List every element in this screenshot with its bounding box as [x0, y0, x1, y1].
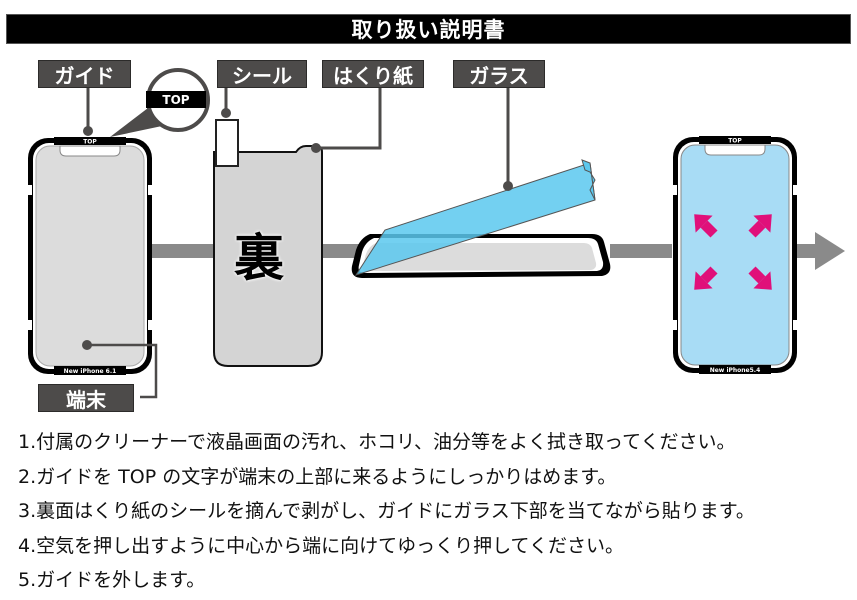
step-5: 5.ガイドを外します。: [18, 569, 206, 591]
seal-tab: [215, 119, 239, 167]
guide-pointer-dot: [83, 126, 93, 136]
back-side-char: 裏: [234, 229, 284, 287]
magnifier-top-text: TOP: [162, 93, 189, 107]
arrow-up-left-icon: [694, 214, 718, 238]
model-mark-left: New iPhone 6.1: [64, 368, 117, 375]
label-release-paper: はくり紙: [322, 60, 424, 88]
flow-arrow-final: [795, 232, 845, 270]
top-mark-right: TOP: [728, 138, 742, 145]
top-mark: TOP: [83, 139, 97, 146]
step-1: 1.付属のクリーナーで液晶画面の汚れ、ホコリ、油分等をよく拭き取ってください。: [18, 431, 736, 453]
arrow-down-right-icon: [748, 266, 772, 290]
page-title: 取り扱い説明書: [351, 18, 506, 42]
step-2: 2.ガイドを TOP の文字が端末の上部に来るようにしっかりはめます。: [18, 465, 617, 488]
step-3: 3.裏面はくり紙のシールを摘んで剥がし、ガイドにガラス下部を当てながら貼ります。: [18, 500, 755, 522]
flow-bar-3: [610, 244, 672, 258]
label-glass: ガラス: [453, 60, 545, 88]
step-4: 4.空気を押し出すように中心から端に向けてゆっくり押してください。: [18, 534, 624, 557]
arrow-down-left-icon: [694, 266, 718, 290]
instruction-steps: 1.付属のクリーナーで液晶画面の汚れ、ホコリ、油分等をよく拭き取ってください。 …: [18, 425, 755, 598]
glass-back-side: [213, 119, 323, 367]
phone-with-guide: TOP New iPhone 6.1: [26, 137, 154, 375]
illustration: TOP New iPhone 6.1 TOP: [26, 68, 845, 399]
label-device: 端末: [38, 384, 134, 412]
flow-bar-2: [322, 244, 362, 258]
label-guide: ガイド: [38, 60, 131, 88]
label-seal: シール: [217, 60, 307, 88]
model-mark-right: New iPhone5.4: [710, 367, 761, 374]
arrow-up-right-icon: [748, 214, 772, 238]
flow-bar-1: [150, 244, 215, 258]
phone-finished: TOP New iPhone5.4: [671, 136, 799, 374]
glass-pointer-dot: [503, 181, 513, 191]
glass-applying: [351, 159, 611, 278]
title-bar: 取り扱い説明書: [6, 14, 851, 44]
